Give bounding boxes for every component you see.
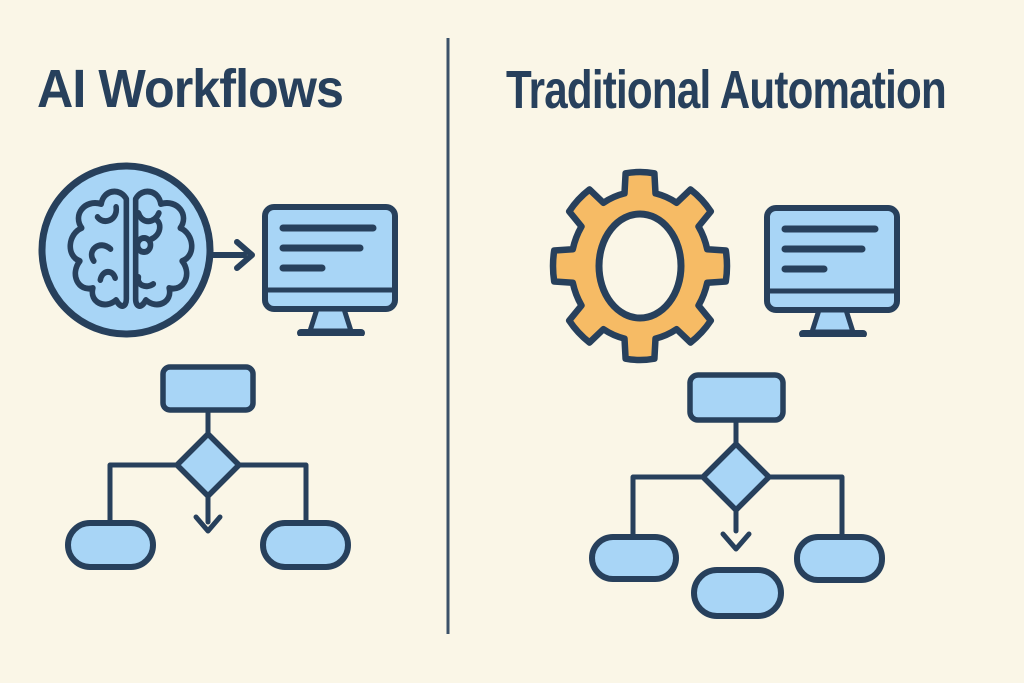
- branch-line-right: [236, 462, 309, 524]
- branch-line-left: [107, 462, 180, 524]
- terminal-pill-left: [65, 520, 156, 570]
- decision-diamond: [174, 431, 242, 499]
- right-flowchart: [589, 372, 885, 619]
- terminal-pill-right: [260, 520, 351, 570]
- arrow-right-icon: [210, 239, 255, 271]
- monitor-icon: [265, 207, 395, 333]
- terminal-pill-bottom: [691, 567, 784, 619]
- terminal-pill-right: [794, 534, 885, 583]
- left-flowchart: [65, 364, 351, 570]
- branch-line-right: [766, 474, 845, 549]
- gear-hole: [595, 210, 685, 322]
- decision-diamond: [700, 441, 772, 513]
- left-panel-title: AI Workflows: [37, 59, 344, 119]
- brain-icon: [38, 162, 214, 338]
- arrow-down-icon: [720, 507, 752, 552]
- monitor-icon: [767, 208, 897, 334]
- arrow-down-icon: [193, 493, 223, 534]
- gear-icon: [549, 168, 731, 364]
- start-rectangle: [687, 372, 786, 423]
- start-rectangle: [160, 364, 256, 413]
- right-panel-title: Traditional Automation: [506, 60, 947, 120]
- terminal-pill-left: [589, 534, 679, 582]
- branch-line-left: [630, 474, 706, 549]
